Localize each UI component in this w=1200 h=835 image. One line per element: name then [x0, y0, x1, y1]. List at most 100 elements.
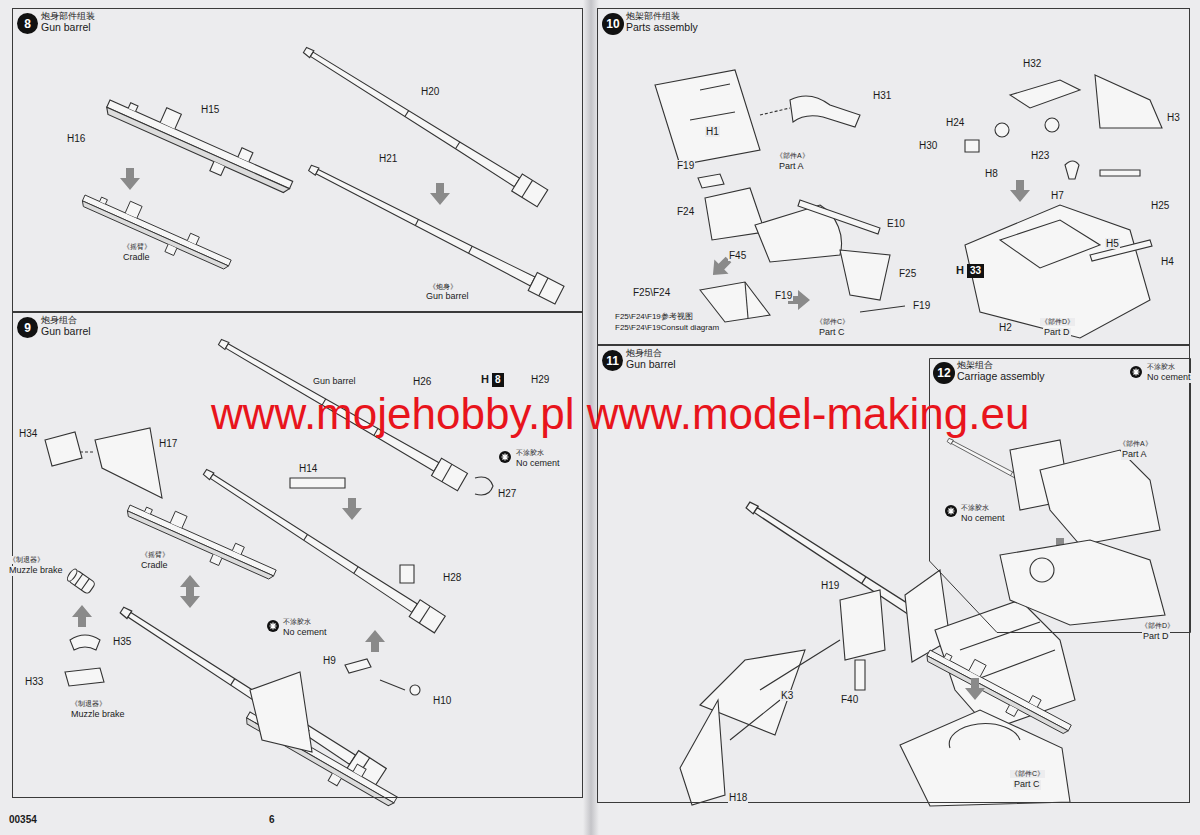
- step-number-text: 8: [24, 18, 31, 30]
- step-number: 10: [602, 13, 624, 35]
- badge-letter: H: [481, 373, 489, 386]
- part-label: 《部件C》: [815, 318, 850, 326]
- badge-number: 8: [492, 373, 504, 387]
- part-label: No cement: [515, 459, 561, 469]
- part-label: Part C: [818, 328, 846, 338]
- part-label: H20: [420, 86, 440, 97]
- heading-english: Gun barrel: [41, 21, 95, 33]
- part-label: Muzzle brake: [70, 710, 126, 720]
- part-label: H5: [1105, 238, 1120, 249]
- step-number: 9: [17, 317, 38, 338]
- step-heading: 炮架组合Carriage assembly: [957, 360, 1045, 382]
- step-number-text: 9: [24, 322, 31, 334]
- part-label: F25: [898, 268, 917, 279]
- part-label: F45: [728, 250, 747, 261]
- step10-drawing: [655, 70, 1162, 338]
- badge-number: 33: [967, 264, 984, 278]
- part-label: 《摇臂》: [140, 551, 170, 559]
- part-label: H18: [728, 792, 748, 803]
- part-label: 《部件D》: [1140, 622, 1175, 630]
- part-label: Part A: [1121, 450, 1148, 460]
- part-label: 不涂胶水: [282, 618, 312, 626]
- heading-english: Parts assembly: [626, 21, 698, 33]
- part-label: E10: [886, 218, 906, 229]
- part-label: Cradle: [140, 561, 169, 571]
- part-label: H14: [298, 463, 318, 474]
- heading-chinese: 炮架组合: [957, 360, 1045, 370]
- part-label: F19: [774, 290, 793, 301]
- step-heading: 炮架部件组装Parts assembly: [626, 11, 698, 33]
- part-label: 不涂胶水: [1146, 363, 1176, 371]
- heading-english: Carriage assembly: [957, 370, 1045, 382]
- part-label: Part D: [1142, 632, 1170, 642]
- part-label: H1: [705, 126, 720, 137]
- part-label: H29: [530, 374, 550, 385]
- part-ref-badge: H8: [481, 373, 504, 387]
- part-label: H19: [820, 580, 840, 591]
- part-label: 《制退器》: [70, 700, 107, 708]
- part-label: K3: [780, 690, 794, 701]
- part-label: 《部件A》: [1118, 440, 1153, 448]
- part-label: F25\F24\F19Consult diagram: [614, 324, 720, 333]
- part-label: Gun barrel: [312, 377, 357, 387]
- part-label: 《部件A》: [775, 152, 810, 160]
- heading-chinese: 炮身部件组装: [41, 11, 95, 21]
- part-label: H21: [378, 153, 398, 164]
- step-panel: 炮架部件组装Parts assembly 10H33: [597, 8, 1190, 345]
- step8-drawing: [77, 42, 564, 305]
- watermark: www.mojehobby.pl www.model-making.eu: [211, 392, 1029, 436]
- part-label: H23: [1030, 150, 1050, 161]
- part-label: 不涂胶水: [515, 449, 545, 457]
- step-heading: 炮身组合Gun barrel: [41, 315, 91, 337]
- part-label: 《部件D》: [1040, 318, 1075, 326]
- part-label: H16: [66, 133, 86, 144]
- part-label: F24: [676, 206, 695, 217]
- part-label: Cradle: [122, 253, 151, 263]
- badge-letter: H: [956, 264, 964, 277]
- step-panel: 炮身部件组装Gun barrel8: [12, 8, 583, 312]
- step-number-text: 12: [937, 367, 950, 379]
- part-label: H8: [984, 168, 999, 179]
- part-label: Muzzle brake: [8, 566, 64, 576]
- part-label: H26: [412, 376, 432, 387]
- part-label: 《摇臂》: [122, 243, 152, 251]
- part-label: H9: [322, 655, 337, 666]
- part-label: F40: [840, 694, 859, 705]
- step-number: 11: [602, 350, 623, 371]
- part-label: No cement: [1146, 373, 1192, 383]
- part-label: H25: [1150, 200, 1170, 211]
- step-panel: 炮身组合Gun barrel 9H8: [12, 312, 583, 798]
- heading-chinese: 炮身组合: [626, 348, 676, 358]
- part-label: 《部件C》: [1010, 770, 1045, 778]
- part-label: F19: [676, 160, 695, 171]
- part-label: H33: [24, 676, 44, 687]
- step-number: 12: [933, 362, 955, 384]
- step11-drawing: [680, 495, 1077, 806]
- part-label: H32: [1022, 58, 1042, 69]
- part-label: H28: [442, 572, 462, 583]
- part-label: H30: [918, 140, 938, 151]
- heading-english: Gun barrel: [626, 358, 676, 370]
- part-label: 不涂胶水: [960, 504, 990, 512]
- part-label: F25\F24: [632, 287, 671, 298]
- part-label: H17: [158, 438, 178, 449]
- step-heading: 炮身组合Gun barrel: [626, 348, 676, 370]
- part-label: 《炮身》: [428, 283, 458, 291]
- part-label: 《制退器》: [8, 556, 45, 564]
- part-label: Part A: [778, 162, 805, 172]
- step-number-text: 10: [606, 18, 619, 30]
- step-number: 8: [17, 13, 38, 34]
- part-label: H10: [432, 695, 452, 706]
- part-label: H24: [945, 117, 965, 128]
- part-label: H2: [998, 322, 1013, 333]
- part-label: Gun barrel: [425, 292, 470, 302]
- part-label: Part C: [1013, 780, 1041, 790]
- step-heading: 炮身部件组装Gun barrel: [41, 11, 95, 33]
- part-label: H7: [1050, 190, 1065, 201]
- part-label: H34: [18, 428, 38, 439]
- step-number-text: 11: [606, 355, 619, 367]
- heading-english: Gun barrel: [41, 325, 91, 337]
- part-label: 00354: [8, 814, 38, 825]
- part-label: H3: [1166, 112, 1181, 123]
